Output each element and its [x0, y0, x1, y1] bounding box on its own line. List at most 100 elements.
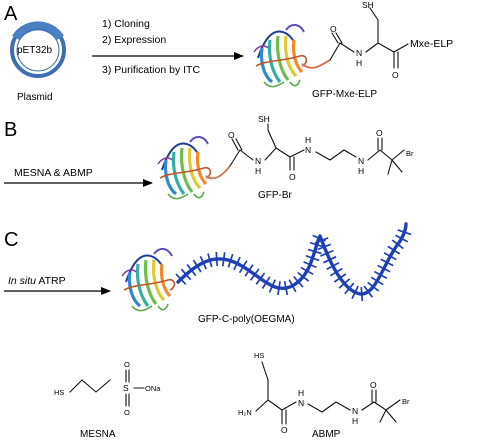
- atom-o-a2: O: [392, 70, 399, 80]
- polymer-side-chain: [221, 252, 226, 267]
- atom-ona-mesna: ONa: [145, 384, 161, 393]
- atom-o-b3: O: [376, 128, 383, 138]
- polymer-side-chain: [297, 271, 310, 282]
- atom-h-b2: H: [305, 135, 311, 145]
- polymer-side-chain: [326, 261, 340, 271]
- step-purification: 3) Purification by ITC: [102, 64, 200, 76]
- atom-s-mesna: S: [123, 383, 129, 393]
- polymer-side-chain: [283, 281, 289, 296]
- atom-hs-mesna: HS: [54, 388, 64, 397]
- atom-o-b2: O: [289, 172, 296, 182]
- product-group-a: Mxe-ELP: [410, 38, 453, 50]
- step-cloning: 1) Cloning: [102, 18, 150, 30]
- polymer-side-chain: [329, 267, 343, 277]
- polymer-side-chain: [238, 260, 248, 274]
- panel-label-b: B: [4, 119, 17, 141]
- polymer-side-chain: [351, 285, 359, 299]
- atom-h-b1: H: [255, 166, 261, 176]
- atom-o-b1: O: [228, 130, 235, 140]
- structure-abmp: [255, 361, 401, 425]
- polymer-side-chain: [227, 253, 234, 268]
- atom-br-b: Br: [406, 149, 414, 158]
- atom-h-abmp-2: H: [352, 416, 358, 426]
- polymer-side-chain: [377, 264, 391, 273]
- polymer-side-chain: [288, 279, 297, 293]
- polymer-side-chain: [323, 255, 337, 264]
- polymer-side-chain: [307, 248, 322, 255]
- reagents-b: MESNA & ABMP: [14, 167, 93, 179]
- polymer-side-chain: [397, 229, 412, 236]
- atom-n-b1: N: [255, 156, 261, 166]
- polymer-side-chain: [255, 272, 266, 285]
- structure-mesna: [69, 369, 145, 407]
- polymer-side-chain: [394, 234, 409, 243]
- atom-n-b3: N: [358, 156, 364, 166]
- polymer-side-chain: [314, 237, 329, 244]
- polymer-side-chain: [338, 278, 351, 289]
- polymer-side-chain: [333, 273, 347, 283]
- atom-o-a1: O: [330, 24, 337, 34]
- gfp-protein-icon: [156, 135, 213, 201]
- polymer-side-chain: [192, 259, 202, 273]
- polymer-side-chain: [261, 276, 271, 289]
- atom-h-b3: H: [358, 166, 364, 176]
- gfp-protein-icon: [252, 23, 309, 89]
- atom-h-abmp-1: H: [298, 388, 304, 398]
- polymer-side-chain: [387, 245, 401, 255]
- linker-a: [301, 59, 331, 69]
- polymer-side-chain: [374, 270, 388, 279]
- method-c: In situ ATRP: [8, 275, 66, 287]
- method-rest: ATRP: [36, 275, 66, 287]
- atom-hs-abmp: HS: [254, 351, 264, 360]
- atom-o-abmp-1: O: [281, 425, 288, 435]
- polymer-side-chain: [317, 243, 332, 251]
- polymer-side-chain: [383, 252, 397, 261]
- atom-h2n-abmp: H₂N: [238, 408, 252, 417]
- structure-gfp-br: [229, 123, 405, 175]
- atom-h-a: H: [356, 58, 362, 68]
- atom-sh-b: SH: [258, 114, 270, 124]
- plasmid-caption: Plasmid: [17, 92, 53, 103]
- atom-br-abmp: Br: [402, 397, 410, 406]
- polymer-side-chain: [207, 253, 213, 268]
- polymer-side-chain: [175, 273, 187, 285]
- gfp-protein-icon: [120, 247, 177, 313]
- polymer-side-chain: [360, 287, 364, 302]
- polymer-side-chain: [363, 285, 374, 298]
- polymer-side-chain: [268, 279, 276, 293]
- polymer-side-chain: [305, 254, 320, 262]
- plasmid-name: pET32b: [17, 45, 52, 56]
- structure-gfp-mxe-elp: [329, 7, 409, 69]
- product-caption-c: GFP-C-poly(OEGMA): [198, 314, 295, 325]
- polymer-side-chain: [300, 266, 314, 276]
- atom-n-b2: N: [305, 145, 311, 155]
- polymer-side-chain: [180, 268, 192, 281]
- polymer-side-chain: [344, 282, 355, 295]
- atom-sh-a: SH: [362, 0, 374, 10]
- polymer-side-chain: [303, 261, 317, 269]
- polymer-brush-icon: [175, 222, 412, 302]
- polymer-side-chain: [320, 249, 334, 257]
- atom-n-a: N: [356, 48, 362, 58]
- polymer-side-chain: [244, 264, 254, 277]
- polymer-side-chain: [391, 239, 404, 250]
- polymer-side-chain: [215, 251, 219, 267]
- polymer-side-chain: [277, 281, 281, 296]
- step-expression: 2) Expression: [102, 34, 166, 46]
- panel-label-c: C: [4, 229, 18, 251]
- caption-mesna: MESNA: [80, 429, 116, 440]
- atom-o-abmp-2: O: [370, 380, 377, 390]
- polymer-side-chain: [309, 241, 324, 248]
- linker-b: [205, 165, 231, 180]
- polymer-side-chain: [370, 276, 384, 286]
- method-italic: In situ: [8, 275, 36, 287]
- polymer-side-chain: [293, 275, 304, 288]
- atom-o-mesna-bottom: O: [124, 408, 130, 417]
- atom-n-abmp-1: N: [298, 398, 304, 408]
- atom-n-abmp-2: N: [352, 406, 358, 416]
- polymer-side-chain: [186, 263, 197, 277]
- polymer-side-chain: [233, 256, 241, 271]
- panel-label-a: A: [4, 3, 18, 25]
- plasmid-icon: [10, 21, 66, 78]
